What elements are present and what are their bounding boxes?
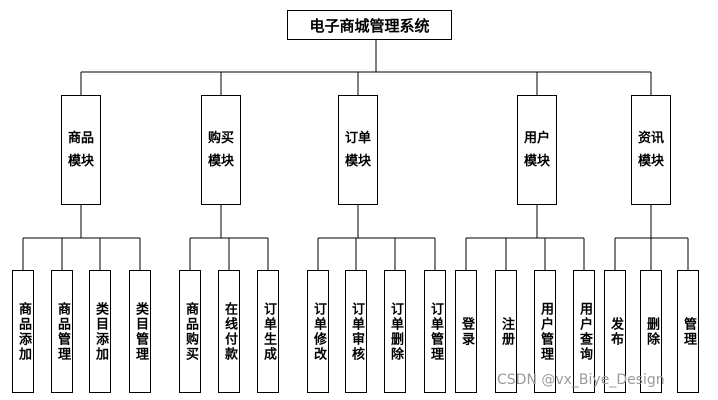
- leaf-label: 订单管理: [428, 301, 443, 362]
- leaf-label: 删除: [644, 316, 659, 347]
- leaf-label: 商品购买: [183, 301, 198, 362]
- module-label: 商品模块: [67, 131, 94, 169]
- leaf-node: 订单修改: [307, 270, 329, 393]
- module-label: 资讯模块: [637, 131, 664, 169]
- leaf-node: 注册: [495, 270, 517, 393]
- leaf-label: 类目管理: [133, 301, 148, 362]
- leaf-node: 商品购买: [179, 270, 201, 393]
- leaf-label: 订单修改: [311, 301, 326, 362]
- leaf-label: 用户管理: [538, 301, 553, 362]
- leaf-label: 登录: [459, 316, 474, 347]
- leaf-node: 发布: [604, 270, 626, 393]
- module-node: 购买模块: [201, 95, 241, 205]
- leaf-label: 在线付款: [222, 301, 237, 362]
- module-node: 用户模块: [517, 95, 557, 205]
- leaf-node: 管理: [677, 270, 699, 393]
- leaf-label: 用户查询: [577, 301, 592, 362]
- leaf-node: 在线付款: [218, 270, 240, 393]
- leaf-node: 登录: [455, 270, 477, 393]
- watermark: CSDN @vx_Biye_Design: [497, 372, 665, 388]
- leaf-node: 用户查询: [573, 270, 595, 393]
- leaf-node: 订单管理: [424, 270, 446, 393]
- leaf-node: 订单生成: [257, 270, 279, 393]
- module-label: 购买模块: [207, 131, 234, 169]
- leaf-label: 商品添加: [16, 301, 31, 362]
- leaf-node: 商品添加: [12, 270, 34, 393]
- leaf-node: 商品管理: [51, 270, 73, 393]
- leaf-node: 订单删除: [384, 270, 406, 393]
- leaf-node: 删除: [640, 270, 662, 393]
- module-label: 订单模块: [344, 131, 371, 169]
- leaf-label: 注册: [499, 316, 514, 347]
- module-node: 资讯模块: [631, 95, 671, 205]
- leaf-label: 发布: [608, 316, 623, 347]
- module-node: 商品模块: [61, 95, 101, 205]
- leaf-node: 用户管理: [534, 270, 556, 393]
- leaf-label: 管理: [681, 316, 696, 347]
- module-label: 用户模块: [523, 131, 550, 169]
- leaf-label: 订单审核: [349, 301, 364, 362]
- leaf-node: 订单审核: [345, 270, 367, 393]
- leaf-label: 商品管理: [55, 301, 70, 362]
- root-node: 电子商城管理系统: [287, 10, 452, 40]
- leaf-node: 类目管理: [129, 270, 151, 393]
- leaf-label: 订单删除: [388, 301, 403, 362]
- module-node: 订单模块: [338, 95, 378, 205]
- leaf-label: 类目添加: [93, 301, 108, 362]
- leaf-label: 订单生成: [261, 301, 276, 362]
- leaf-node: 类目添加: [89, 270, 111, 393]
